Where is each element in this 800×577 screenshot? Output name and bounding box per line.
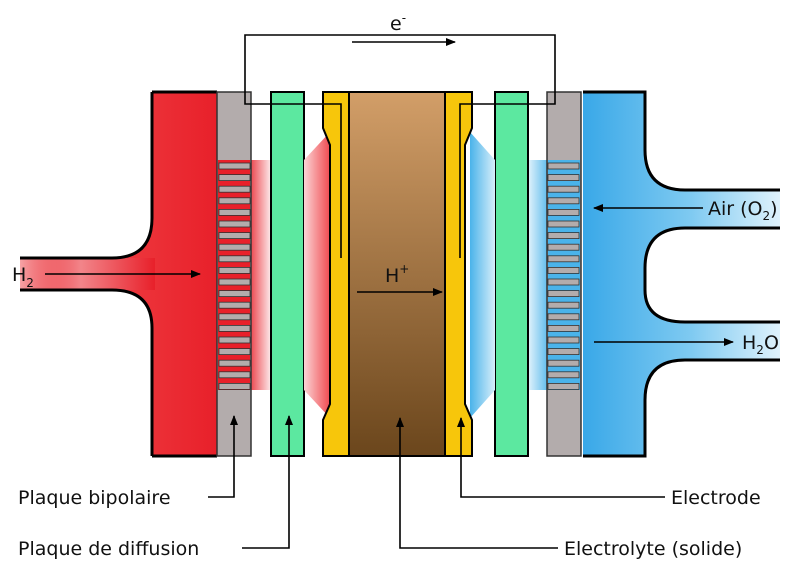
- bipolar-plate-fin: [218, 336, 251, 344]
- bipolar-plate-fin: [547, 174, 580, 182]
- electrolyte: [348, 91, 451, 457]
- bipolar-plate-fin: [218, 197, 251, 205]
- bipolar-plate-fin: [218, 348, 251, 356]
- electrode-label: Electrode: [671, 487, 761, 509]
- bipolar-plate-fin: [218, 185, 251, 193]
- bipolar-plate-fin: [547, 208, 580, 216]
- diffusion-plate-label: Plaque de diffusion: [18, 538, 199, 560]
- leader-electrolyte: [396, 417, 558, 549]
- bipolar-plate-fin: [547, 220, 580, 228]
- bipolar-plate-fin: [547, 382, 580, 390]
- hydrogen-label: H2: [12, 264, 34, 290]
- proton-label: H+: [385, 262, 409, 287]
- bipolar-plate-fin: [547, 162, 580, 170]
- leader-diffusion-plate: [242, 415, 293, 549]
- bipolar-plate-fin: [218, 301, 251, 309]
- bipolar-plate-right: [546, 91, 582, 457]
- bipolar-plate-fin: [547, 197, 580, 205]
- bipolar-plate-fin: [218, 208, 251, 216]
- bipolar-plate-fin: [547, 324, 580, 332]
- bipolar-plate-fin: [547, 185, 580, 193]
- bipolar-plate-fin: [547, 266, 580, 274]
- electrolyte-label: Electrolyte (solide): [564, 538, 742, 560]
- bipolar-plate-fin: [547, 371, 580, 379]
- electrode-left: [322, 91, 350, 457]
- bipolar-plate-fin: [218, 243, 251, 251]
- bipolar-plate-fin: [218, 255, 251, 263]
- bipolar-plate-fin: [547, 290, 580, 298]
- bipolar-plate-fin: [218, 174, 251, 182]
- bipolar-plate-fin: [547, 313, 580, 321]
- bipolar-plate-label: Plaque bipolaire: [18, 487, 171, 509]
- bipolar-plate-fin: [218, 313, 251, 321]
- external-circuit: [244, 34, 556, 258]
- bipolar-plate-fin: [218, 162, 251, 170]
- cathode-channel: [583, 90, 780, 458]
- anode-gas-fade: [250, 160, 272, 390]
- bipolar-plate-fin: [218, 371, 251, 379]
- diffusion-plate-right: [494, 91, 529, 457]
- bipolar-plate-left-fins: [218, 162, 251, 390]
- bipolar-plate-fin: [218, 382, 251, 390]
- bipolar-plate-fin: [218, 220, 251, 228]
- bipolar-plate-right-fins: [547, 162, 580, 390]
- bipolar-plate-fin: [218, 278, 251, 286]
- water-label: H2O: [742, 332, 779, 357]
- electron-label: e-: [390, 11, 406, 35]
- leader-bipolar-plate: [208, 415, 238, 498]
- bipolar-plate-fin: [547, 255, 580, 263]
- leader-electrode: [457, 417, 665, 498]
- bipolar-plate-fin: [547, 336, 580, 344]
- anode-gas-cone: [304, 132, 330, 418]
- bipolar-plate-fin: [218, 232, 251, 240]
- bipolar-plate-fin: [547, 359, 580, 367]
- bipolar-plate-fin: [218, 290, 251, 298]
- bipolar-plate-fin: [218, 324, 251, 332]
- bipolar-plate-fin: [547, 301, 580, 309]
- cathode-gas-cone: [470, 132, 495, 418]
- bipolar-plate-left: [216, 91, 252, 457]
- bipolar-plate-fin: [547, 278, 580, 286]
- bipolar-plate-fin: [547, 232, 580, 240]
- cathode-gas-fade: [525, 160, 547, 390]
- electrode-right: [444, 91, 473, 457]
- bipolar-plate-fin: [547, 348, 580, 356]
- bipolar-plate-fin: [218, 359, 251, 367]
- diffusion-plate-left: [270, 91, 305, 457]
- air-label: Air (O2): [708, 198, 778, 223]
- bipolar-plate-fin: [547, 243, 580, 251]
- bipolar-plate-fin: [218, 266, 251, 274]
